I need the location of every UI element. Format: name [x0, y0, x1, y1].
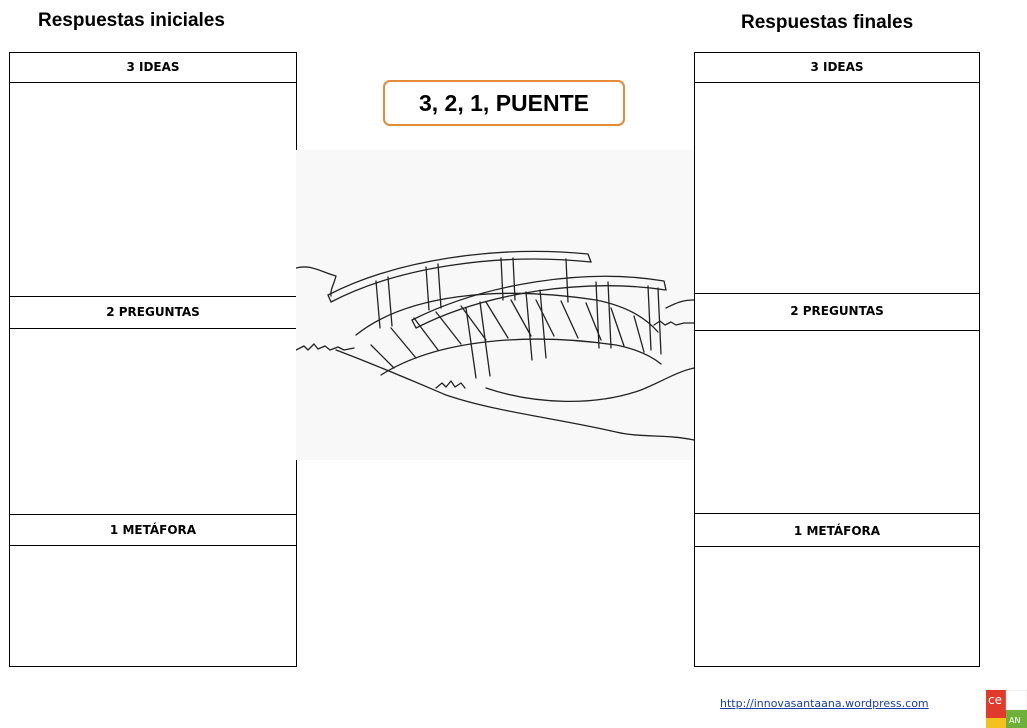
bridge-illustration — [296, 150, 694, 460]
initial-answers-panel: 3 IDEAS 2 PREGUNTAS 1 METÁFORA — [9, 52, 297, 667]
questions-answer-area[interactable] — [695, 331, 979, 513]
logo-white-block — [1005, 690, 1027, 711]
back-rail-end — [327, 294, 332, 303]
final-answers-heading: Respuestas finales — [741, 12, 914, 33]
metaphor-label: 1 METÁFORA — [793, 524, 881, 538]
logo-subtext: AN — [1009, 716, 1020, 725]
front-rail-posts — [465, 281, 662, 379]
grass-middle — [435, 380, 466, 389]
ideas-answer-area[interactable] — [10, 83, 296, 295]
illustration-background — [296, 150, 694, 460]
back-rail-top — [330, 258, 592, 303]
back-rail-top-face — [327, 250, 592, 296]
website-link[interactable]: http://innovasantaana.wordpress.com — [720, 697, 929, 710]
questions-label: 2 PREGUNTAS — [106, 305, 200, 319]
front-rail-end — [411, 319, 417, 329]
divider — [10, 82, 296, 83]
divider — [10, 545, 296, 546]
bridge-drawing — [296, 250, 694, 441]
ideas-label: 3 IDEAS — [810, 60, 864, 74]
front-rail-top-face — [411, 275, 667, 321]
stream-edge — [485, 367, 694, 403]
divider — [695, 546, 979, 547]
deck-planks — [370, 299, 645, 369]
divider — [10, 514, 296, 515]
deck-front-edge — [380, 338, 662, 376]
divider — [10, 328, 296, 329]
logo-text: ce — [988, 693, 1002, 707]
grass-left — [296, 343, 355, 351]
deck-back-edge — [355, 292, 659, 336]
front-rail-top — [415, 285, 667, 329]
worksheet-title: 3, 2, 1, PUENTE — [383, 80, 625, 126]
logo-green-block — [1006, 710, 1027, 728]
initial-answers-heading: Respuestas iniciales — [38, 10, 225, 31]
far-bank-right — [665, 299, 694, 309]
divider — [695, 513, 979, 514]
divider — [695, 293, 979, 294]
divider — [10, 296, 296, 297]
questions-label: 2 PREGUNTAS — [790, 304, 884, 318]
near-bank-line — [335, 349, 694, 441]
metaphor-label: 1 METÁFORA — [109, 523, 197, 537]
logo-yellow-block — [986, 718, 1006, 728]
metaphor-answer-area[interactable] — [10, 546, 296, 664]
school-logo: ce AN — [986, 690, 1027, 728]
ideas-label: 3 IDEAS — [126, 60, 180, 74]
divider — [695, 330, 979, 331]
ideas-answer-area[interactable] — [695, 83, 979, 291]
final-answers-panel: 3 IDEAS 2 PREGUNTAS 1 METÁFORA — [694, 52, 980, 667]
questions-answer-area[interactable] — [10, 329, 296, 513]
back-rail-posts — [375, 257, 569, 329]
divider — [695, 82, 979, 83]
metaphor-answer-area[interactable] — [695, 547, 979, 664]
far-bank-line — [296, 266, 337, 297]
